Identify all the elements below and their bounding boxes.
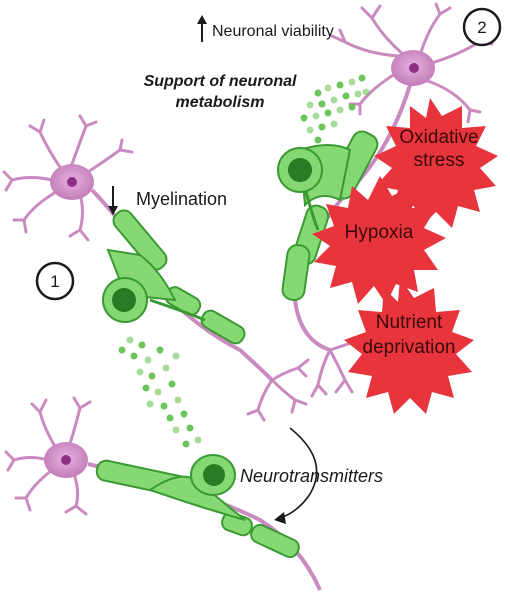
oxidative-stress-label-line1: Oxidative bbox=[399, 127, 478, 148]
oxidative-stress-label-line2: stress bbox=[414, 150, 465, 171]
panel-1-label: 1 bbox=[50, 272, 59, 291]
oligodendrocyte-middle bbox=[102, 209, 246, 345]
panel-marker-1: 1 bbox=[35, 261, 75, 301]
support-label-line1: Support of neuronal bbox=[144, 73, 297, 90]
nutrient-deprivation-burst: Nutrient deprivation bbox=[344, 278, 474, 414]
neurotransmitter-dots bbox=[118, 336, 202, 448]
neuronal-viability-label: Neuronal viability bbox=[212, 23, 334, 40]
nutrient-label-line1: Nutrient bbox=[376, 312, 443, 333]
support-label-line2: metabolism bbox=[176, 94, 265, 111]
nutrient-label-line2: deprivation bbox=[363, 337, 456, 358]
curved-arrow-icon bbox=[274, 427, 318, 524]
myelination-group: Myelination bbox=[108, 186, 227, 215]
panel-2-label: 2 bbox=[477, 18, 486, 37]
neuronal-viability-group: Neuronal viability bbox=[197, 15, 334, 42]
neurotransmitters-label: Neurotransmitters bbox=[240, 466, 383, 486]
down-arrow-icon bbox=[108, 186, 118, 215]
panel-marker-2: 2 bbox=[462, 7, 502, 47]
oligodendrocyte-top-right bbox=[277, 130, 379, 301]
up-arrow-icon bbox=[197, 15, 207, 42]
hypoxia-label: Hypoxia bbox=[345, 222, 414, 243]
metabolite-dots-top bbox=[300, 74, 370, 144]
oligodendrocyte-bottom bbox=[95, 454, 300, 559]
myelination-label: Myelination bbox=[136, 189, 227, 209]
hypoxia-burst: Hypoxia bbox=[312, 176, 446, 304]
